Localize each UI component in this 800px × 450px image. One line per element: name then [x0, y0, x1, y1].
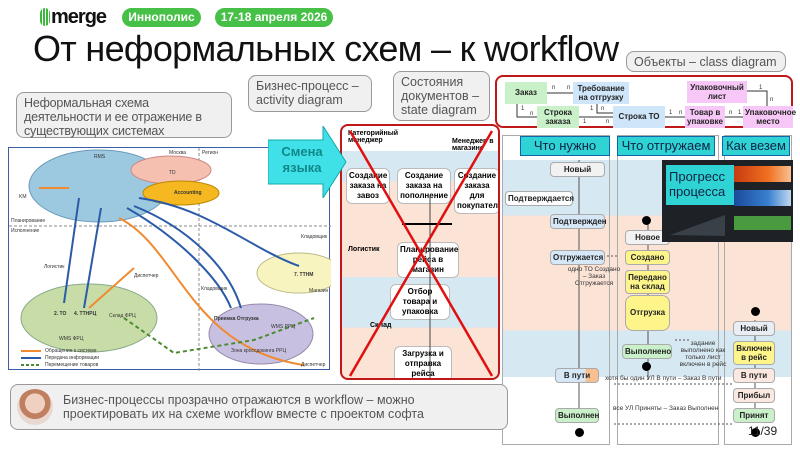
city-badge: Иннополис: [122, 8, 201, 27]
final-node: [575, 428, 584, 437]
language-change-label: Смена языка: [281, 144, 323, 175]
action-create-customer-order: Создание заказа для покупателя: [454, 168, 498, 214]
page-title: От неформальных схем – к workflow: [33, 28, 619, 69]
lane-header-need: Что нужно: [520, 136, 610, 156]
state-shipment-picking: Отгрузка: [625, 295, 670, 331]
note-task-done: задание выполнено как только лист включе…: [679, 340, 727, 368]
final-node: [642, 362, 651, 371]
callout-state: Состояния документов – state diagram: [393, 71, 490, 121]
action-create-replenish-order: Создание заказа на пополнение: [397, 168, 451, 204]
state-shipment-to-warehouse: Передано на склад: [625, 270, 670, 294]
callout-bottom: Бизнес-процессы прозрачно отражаются в w…: [10, 384, 508, 430]
cross-out-mark: [348, 130, 494, 378]
progress-label: Прогресс процесса: [666, 165, 734, 205]
logo-mark-icon: [40, 8, 50, 26]
final-node: [751, 428, 760, 437]
page-number: 11/39: [748, 424, 778, 438]
state-order-in-transit: В пути: [555, 368, 599, 383]
state-transport-accepted: Принят: [733, 408, 775, 423]
lane-header-transport: Как везем: [722, 136, 790, 156]
merge-logo: merge: [40, 6, 107, 28]
initial-node: [642, 216, 651, 225]
state-shipment-created: Создано: [625, 250, 670, 265]
note-done: все УЛ Приняты – Заказ Выполнен: [613, 405, 719, 412]
callout-activity: Бизнес-процесс – activity diagram: [248, 75, 372, 112]
initial-node: [751, 307, 760, 316]
state-transport-in-trip: Включен в рейс: [733, 341, 775, 365]
callout-class: Объекты – class diagram: [626, 51, 786, 72]
class-diagram: Заказ Требование на отгрузку Строка зака…: [495, 75, 796, 128]
lane-header-ship: Что отгружаем: [617, 136, 715, 156]
activity-diagram: Категорийный менеджер Менеджер в магазин…: [340, 124, 500, 380]
dates-badge: 17-18 апреля 2026: [215, 8, 333, 27]
note-in-transit: хотя бы один УЛ В пути – Заказ В пути: [605, 375, 722, 382]
note-shipment-created: одно ТО Создано – Заказ Отгружается: [567, 266, 621, 287]
state-transport-new: Новый: [733, 321, 775, 336]
state-order-new: Новый: [550, 162, 605, 177]
speaker-avatar: [17, 389, 53, 425]
language-change-arrow: [268, 126, 347, 198]
action-plan-trip: Планирование рейса в магазин: [397, 242, 459, 278]
state-order-confirmed: Подтвержден: [550, 214, 607, 229]
action-load-ship: Загрузка и отправка рейса: [394, 346, 452, 378]
state-order-confirming: Подтверждается: [505, 191, 574, 206]
state-transport-arrived: Прибыл: [733, 388, 775, 403]
callout-informal: Неформальная схема деятельности и ее отр…: [16, 92, 232, 138]
state-order-done: Выполнен: [555, 408, 599, 423]
state-shipment-done: Выполнено: [622, 344, 672, 359]
state-transport-in-transit: В пути: [733, 368, 775, 383]
state-order-shipping: Отгружается: [550, 250, 605, 265]
